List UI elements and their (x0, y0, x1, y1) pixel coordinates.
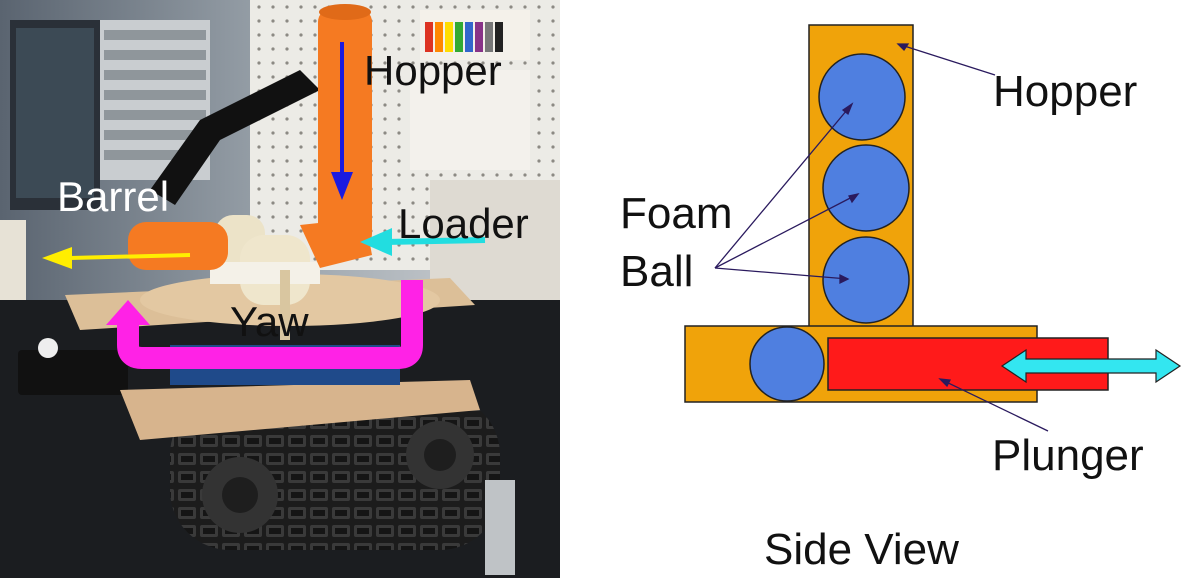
monitor-screen (16, 28, 94, 198)
lower-deck (120, 380, 480, 440)
battery-cap (38, 338, 58, 358)
hopper-part (318, 8, 372, 248)
robot-photo: Hopper Barrel Loader Yaw (0, 0, 560, 578)
leader-lines (714, 43, 1049, 432)
wheel-hub-right (424, 439, 456, 471)
stepper-motor (485, 480, 515, 575)
hopper-label: Hopper (993, 67, 1137, 116)
foam-ball-loaded (749, 326, 825, 402)
plunger-motion-arrow (1000, 348, 1182, 384)
foam-ball-label-line1: Foam (620, 189, 732, 238)
standoff (280, 270, 290, 340)
wheel-hub-left (222, 477, 258, 513)
barrel-label: Barrel (57, 173, 169, 220)
lamp-arm (150, 70, 320, 205)
paper-sheet (410, 70, 530, 170)
diagram-caption: Side View (764, 525, 959, 574)
barrel-arrow (42, 247, 191, 269)
barrel-part (128, 222, 228, 270)
foam-ball-label-line2: Ball (620, 247, 693, 296)
foam-ball (822, 236, 910, 324)
plunger-label: Plunger (992, 431, 1144, 480)
hopper-label: Hopper (364, 47, 502, 94)
side-view-diagram: Hopper Foam Ball Plunger Side View (620, 24, 1182, 574)
jar (0, 220, 26, 310)
loader-label: Loader (398, 200, 529, 247)
yaw-label: Yaw (230, 298, 309, 345)
resistor-color-stripes (425, 22, 503, 52)
battery-box (18, 350, 128, 395)
motor-mount (210, 262, 320, 284)
hopper-arrow (331, 42, 353, 200)
loader-arrow (360, 228, 486, 256)
drawer-rows (104, 30, 206, 160)
hopper-rim (319, 4, 371, 20)
yaw-arrow (106, 280, 423, 369)
foam-ball (822, 144, 910, 232)
